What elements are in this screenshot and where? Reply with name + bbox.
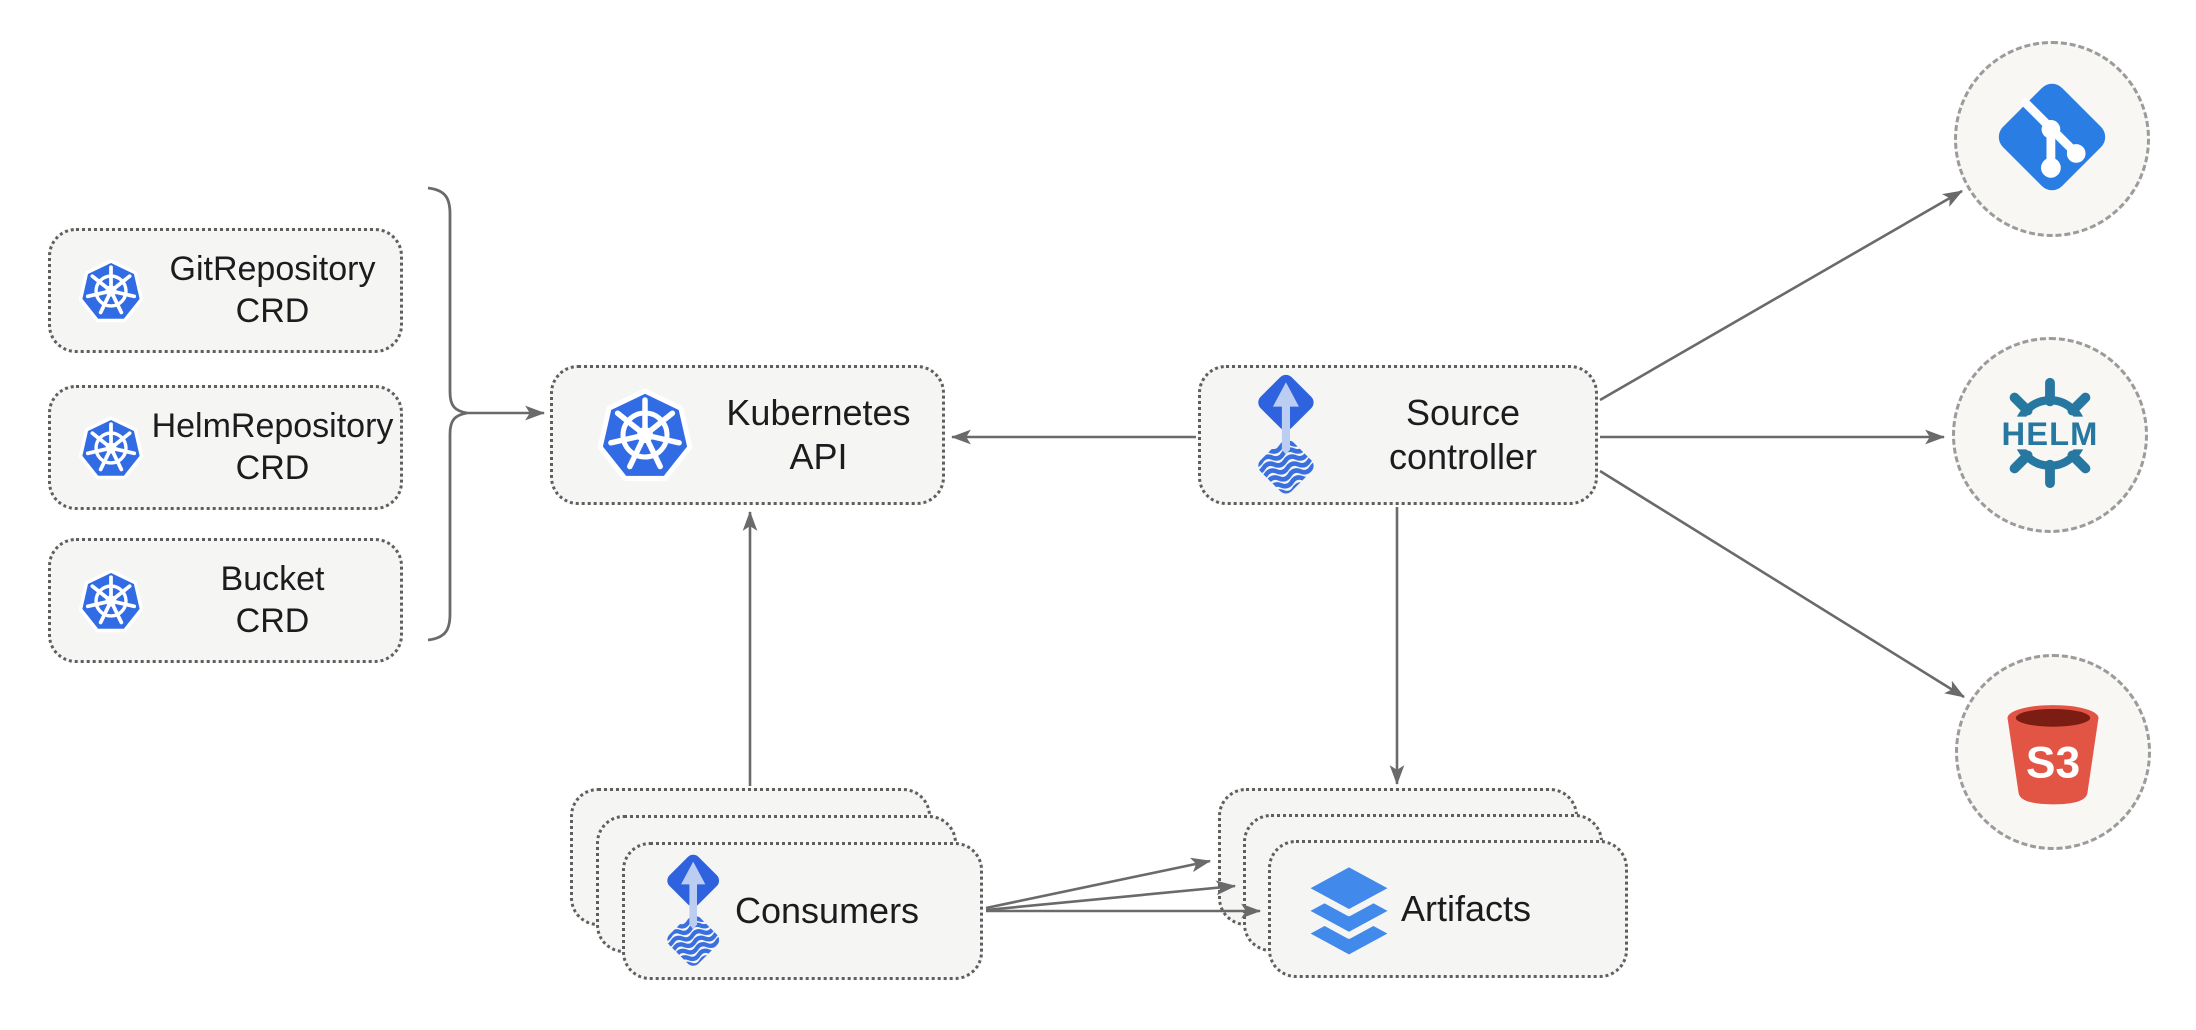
helmrepository-crd-line1: HelmRepository: [151, 407, 394, 446]
crd-group-bracket: [427, 186, 468, 642]
arrow-source-controller-to-s3: [1599, 469, 1965, 699]
helmrepository-crd-line2: CRD: [235, 448, 310, 487]
kubernetes-icon: [77, 256, 145, 326]
git-icon: [1986, 71, 2118, 208]
node-source-controller: Source controller: [1198, 365, 1598, 505]
kubernetes-icon: [595, 383, 695, 487]
node-gitrepository-crd: GitRepository CRD: [48, 228, 403, 353]
kubernetes-api-label: Kubernetes API: [695, 391, 942, 479]
bucket-crd-line1: Bucket: [220, 560, 325, 599]
artifacts-label: Artifacts: [1401, 888, 1531, 930]
node-artifacts: Artifacts: [1268, 840, 1628, 978]
endpoint-helm: HELM: [1952, 337, 2148, 533]
node-kubernetes-api: Kubernetes API: [550, 365, 945, 505]
flux-source-icon: [1249, 370, 1331, 500]
helm-wordmark: HELM: [2001, 415, 2098, 452]
gitrepository-crd-label: GitRepository CRD: [145, 249, 400, 332]
node-consumers: Consumers: [622, 842, 983, 980]
consumers-label: Consumers: [735, 890, 919, 932]
node-bucket-crd: Bucket CRD: [48, 538, 403, 663]
source-controller-line2: controller: [1388, 436, 1538, 477]
kubernetes-api-text: Kubernetes API: [726, 392, 911, 477]
consumers-text: Consumers: [735, 890, 920, 931]
kubernetes-icon: [77, 566, 145, 636]
helm-icon: HELM: [1990, 373, 2110, 498]
s3-bucket-icon: S3: [1992, 689, 2114, 816]
helmrepository-crd-label: HelmRepository CRD: [145, 406, 400, 489]
bucket-crd-line2: CRD: [235, 601, 310, 640]
flux-consumer-icon: [659, 850, 735, 972]
layers-icon: [1297, 860, 1401, 962]
bucket-crd-label: Bucket CRD: [145, 559, 400, 642]
gitrepository-crd-line2: CRD: [235, 291, 310, 330]
endpoint-s3: S3: [1955, 654, 2151, 850]
kubernetes-icon: [77, 413, 145, 483]
arrow-source-controller-to-git: [1599, 189, 1963, 402]
gitrepository-crd-line1: GitRepository: [169, 250, 376, 289]
arrow-consumers-to-artifacts-middle: [985, 880, 1237, 912]
artifacts-text: Artifacts: [1401, 888, 1532, 929]
arrow-consumers-to-artifacts-back: [985, 857, 1212, 910]
s3-wordmark: S3: [2026, 738, 2080, 787]
source-controller-line1: Source: [1405, 392, 1521, 434]
source-controller-label: Source controller: [1331, 391, 1595, 479]
endpoint-git: [1954, 41, 2150, 237]
node-helmrepository-crd: HelmRepository CRD: [48, 385, 403, 510]
